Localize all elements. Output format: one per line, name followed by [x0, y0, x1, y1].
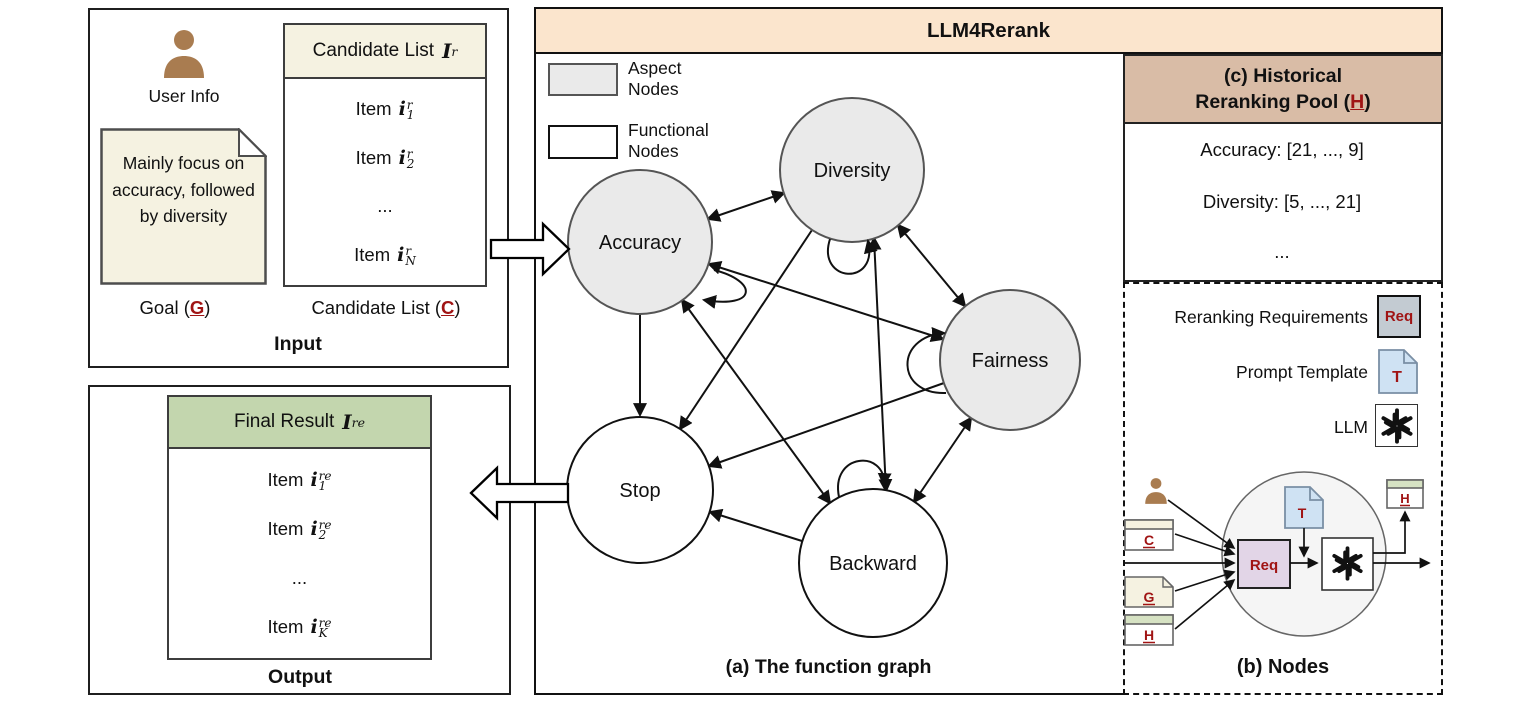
goal-caption: Goal (G)	[139, 297, 211, 318]
goal-note-text: Mainly focus on accuracy, followed by di…	[112, 153, 255, 226]
nodes-caption: (b) Nodes	[1236, 656, 1330, 678]
node-stop-label: Stop	[619, 480, 660, 502]
final-result-header-symbol: I	[342, 410, 352, 434]
final-result-header-text: Final Result	[233, 411, 335, 432]
svg-text:G: G	[1144, 589, 1155, 605]
svg-text:Req: Req	[1250, 557, 1278, 574]
pool-entry-diversity: Diversity: [5, ..., 21]	[1202, 191, 1362, 212]
node-diversity-circle	[779, 97, 925, 243]
pool-entry-ellipsis: ...	[1274, 241, 1290, 262]
llm-openai-node	[1321, 537, 1374, 591]
node-backward-circle	[798, 488, 948, 638]
svg-text:H: H	[1144, 627, 1154, 643]
edge-backward-stop	[707, 508, 803, 542]
llm-label: LLM	[1333, 417, 1368, 437]
selfloop-fairness	[906, 326, 947, 395]
graph-caption: (a) The function graph	[725, 656, 932, 678]
arrow-c-to-req	[1174, 533, 1236, 557]
selfloop-diversity	[827, 238, 878, 275]
list-item-ellipsis: ...	[377, 195, 393, 217]
req-icon: Req	[1377, 295, 1421, 338]
arrow-g-to-req	[1174, 569, 1236, 592]
reranking-requirements-label: Reranking Requirements	[1174, 307, 1368, 327]
req-node: Req	[1237, 539, 1291, 589]
edge-diversity-fairness	[896, 223, 967, 308]
candidate-list-header-text: Candidate List	[312, 40, 435, 61]
pool-entry-accuracy: Accuracy: [21, ..., 9]	[1200, 139, 1364, 160]
edge-accuracy-diversity	[706, 190, 786, 222]
user-info-label: User Info	[148, 86, 220, 106]
prompt-template-label: Prompt Template	[1236, 362, 1368, 382]
historical-pool-header: (c) Historical Reranking Pool (H)	[1125, 56, 1441, 124]
edge-fairness-backward	[912, 416, 973, 504]
node-fairness-circle	[939, 289, 1081, 431]
graph-nodes: Accuracy Diversity Fairness Stop Backwar…	[566, 97, 1081, 638]
history-output-icon: H	[1386, 479, 1424, 509]
edge-accuracy-backward	[680, 298, 832, 505]
template-doc-icon: T	[1284, 486, 1324, 529]
edge-fairness-stop	[707, 382, 945, 469]
svg-text:C: C	[1144, 532, 1154, 548]
svg-text:H: H	[1400, 491, 1409, 506]
list-item-ellipsis: ...	[291, 567, 308, 589]
edge-accuracy-fairness	[707, 260, 945, 343]
function-graph: Accuracy Diversity Fairness Stop Backwar…	[566, 97, 1081, 638]
legend-aspect-swatch	[548, 63, 618, 96]
selfloop-accuracy	[701, 269, 747, 309]
candidate-list-header-sup: r	[451, 43, 458, 59]
node-diversity-label: Diversity	[814, 160, 891, 182]
arrow-h-to-req	[1174, 578, 1236, 630]
llm4rerank-title: LLM4Rerank	[534, 7, 1443, 54]
candidate-caption: Candidate List (C)	[311, 297, 461, 318]
edge-diversity-backward	[867, 235, 893, 494]
selfloop-backward	[837, 459, 892, 498]
svg-text:T: T	[1392, 369, 1402, 386]
llm-openai-icon	[1375, 404, 1418, 447]
node-internal-diagram: C G H Req T H	[1124, 471, 1431, 646]
node-accuracy-label: Accuracy	[599, 232, 681, 254]
node-backward-label: Backward	[829, 553, 917, 575]
input-panel-label: Input	[274, 333, 322, 355]
historical-pool-header-line1: (c) Historical	[1223, 65, 1343, 87]
user-icon	[164, 30, 204, 78]
history-doc-icon: H	[1124, 614, 1174, 646]
prompt-template-icon: T	[1378, 349, 1418, 394]
svg-text:T: T	[1298, 505, 1307, 521]
arrow-llm-to-h	[1373, 510, 1411, 554]
output-panel-label: Output	[268, 666, 332, 688]
node-fairness-label: Fairness	[972, 350, 1049, 372]
goal-note: Mainly focus on accuracy, followed by di…	[100, 127, 268, 285]
historical-pool-header-line2: Reranking Pool (H)	[1195, 91, 1371, 113]
legend-functional-swatch	[548, 125, 618, 159]
goal-note-shape	[100, 127, 268, 285]
user-icon-small	[1145, 478, 1167, 504]
candidate-doc-icon: C	[1124, 519, 1174, 551]
legend-aspect-label: Aspect Nodes	[628, 58, 682, 99]
goal-doc-icon: G	[1124, 576, 1174, 608]
historical-pool-panel: (c) Historical Reranking Pool (H)	[1123, 54, 1443, 282]
final-result-header-sup: re	[351, 414, 366, 430]
candidate-list-header-symbol: I	[442, 39, 452, 63]
legend-functional-label: Functional Nodes	[628, 120, 709, 161]
arrow-user-to-req	[1167, 499, 1236, 549]
